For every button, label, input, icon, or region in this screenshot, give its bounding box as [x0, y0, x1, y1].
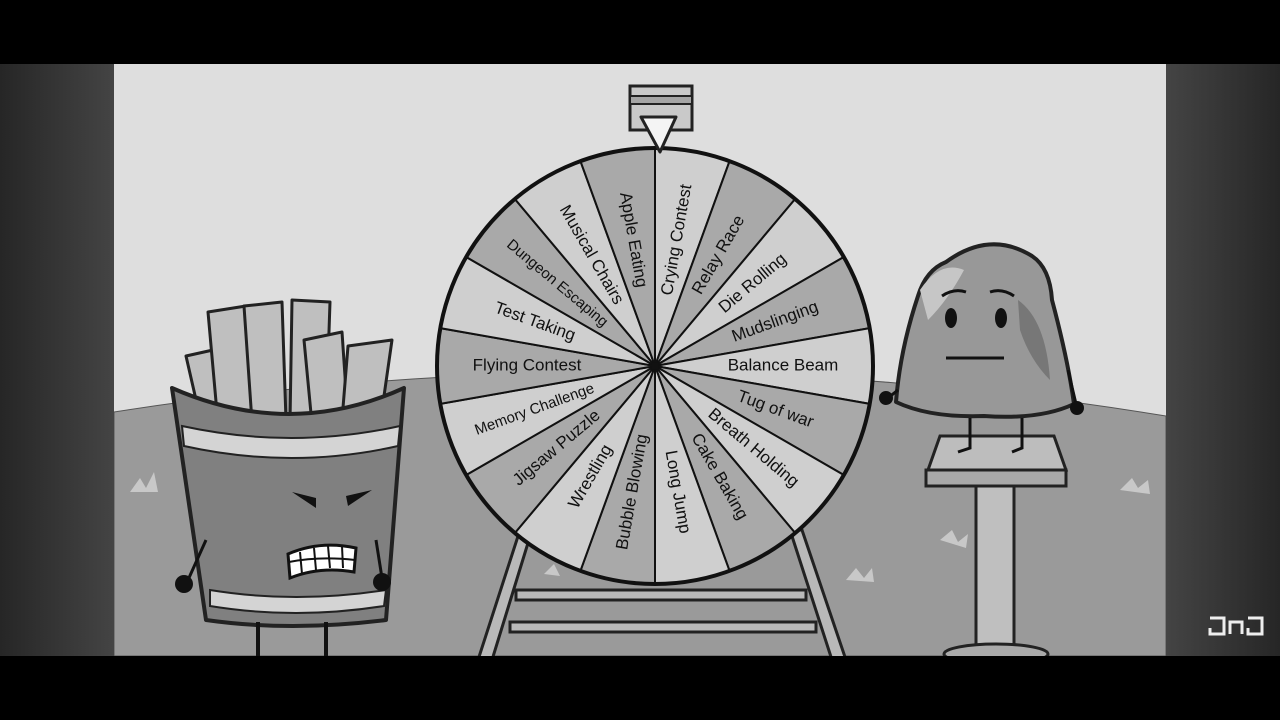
wheel-pointer [628, 84, 694, 154]
frame-right-bar [1166, 64, 1280, 656]
jnj-logo [1208, 616, 1264, 636]
fries-character [170, 298, 406, 656]
gelatin-character [879, 242, 1084, 454]
pedestal [924, 434, 1069, 656]
wheel-stand [477, 528, 847, 656]
wheel-segment-label: Flying Contest [473, 355, 582, 374]
frame-left-bar [0, 64, 114, 656]
wheel-segment-label: Balance Beam [728, 355, 839, 374]
wheel-hub [651, 362, 659, 370]
grass-tufts [130, 472, 1150, 582]
